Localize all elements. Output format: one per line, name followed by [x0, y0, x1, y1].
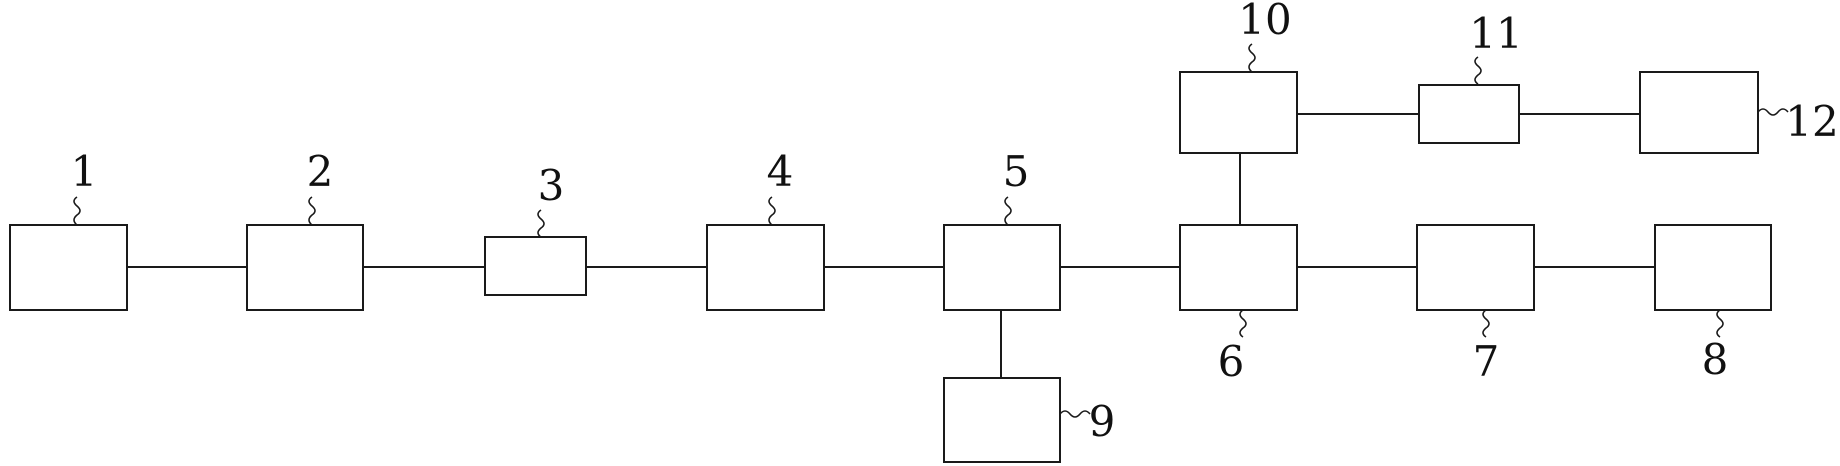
block-4 [706, 224, 825, 311]
block-3 [484, 236, 587, 296]
label-5: 5 [1003, 147, 1030, 196]
block-12 [1639, 71, 1759, 154]
label-7: 7 [1473, 337, 1500, 386]
label-12: 12 [1785, 97, 1838, 146]
leader-8 [1716, 309, 1724, 338]
block-7 [1416, 224, 1535, 311]
label-8: 8 [1702, 335, 1729, 384]
block-10 [1179, 71, 1298, 154]
leader-10 [1248, 43, 1256, 73]
block-8 [1654, 224, 1772, 311]
leader-9 [1059, 410, 1091, 418]
leader-3 [537, 209, 545, 238]
leader-5 [1004, 196, 1012, 226]
leader-11 [1474, 56, 1482, 85]
connections [127, 113, 1655, 378]
block-5 [943, 224, 1061, 311]
leader-7 [1482, 309, 1490, 338]
label-10: 10 [1238, 0, 1291, 44]
leader-6 [1239, 309, 1247, 338]
block-1 [9, 224, 128, 311]
leader-2 [308, 196, 316, 226]
label-6: 6 [1218, 337, 1245, 386]
blocks [9, 71, 1772, 463]
block-2 [246, 224, 364, 311]
label-9: 9 [1089, 397, 1116, 446]
leader-12 [1757, 108, 1789, 116]
leader-lines [73, 43, 1789, 418]
block-6 [1179, 224, 1298, 311]
label-4: 4 [767, 147, 794, 196]
label-2: 2 [307, 147, 334, 196]
label-3: 3 [538, 161, 565, 210]
leader-1 [73, 196, 81, 226]
block-9 [943, 377, 1061, 463]
block-labels: 1 2 3 4 5 6 7 8 9 10 11 12 [71, 0, 1839, 446]
label-1: 1 [71, 147, 98, 196]
label-11: 11 [1469, 9, 1522, 58]
block-11 [1418, 84, 1520, 144]
leader-4 [768, 196, 776, 226]
